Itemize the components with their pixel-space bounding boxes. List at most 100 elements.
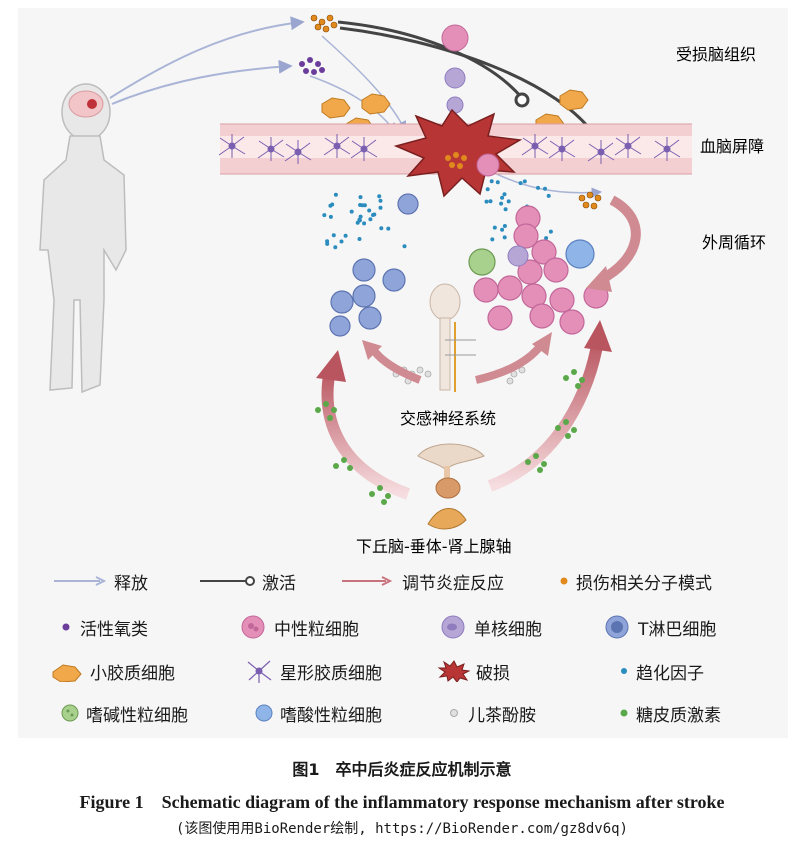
glucocorticoid-dot: [333, 463, 339, 469]
glucocorticoid-dot: [563, 419, 569, 425]
legend-t-cell: T淋巴细胞: [604, 614, 716, 640]
astrocyte-cell: [323, 134, 351, 158]
chemokine-dot: [543, 186, 547, 191]
damp-cluster-top: [310, 14, 338, 33]
legend-astrocyte-label: 星形胶质细胞: [280, 663, 382, 684]
chemokine-dot: [500, 227, 505, 232]
neutrophil-cell: [497, 275, 523, 301]
glucocorticoid-dot: [555, 425, 561, 431]
astrocyte-cell: [653, 137, 681, 161]
chemokine-dot: [488, 199, 493, 204]
brain-icon: [68, 90, 104, 118]
neutrophil-icon: [241, 615, 265, 639]
glucocorticoid-dot: [579, 377, 585, 383]
regulation-arrow-right-top: [597, 195, 641, 285]
glucocorticoid-dot: [575, 383, 581, 389]
chemokine-dot: [367, 208, 372, 213]
glucocorticoid-dot: [525, 459, 531, 465]
legend-glucocorticoid: 糖皮质激素: [618, 700, 721, 726]
label-bbb: 血脑屏障: [700, 137, 764, 156]
glucocorticoid-dot-icon: [620, 709, 628, 717]
legend-catecholamine-label: 儿茶酚胺: [468, 705, 536, 726]
chemokine-dot: [372, 212, 377, 217]
glucocorticoid-dot: [565, 433, 571, 439]
damp-dot-icon: [560, 577, 568, 585]
neutrophil-burst: [476, 153, 500, 177]
regulation-arrowhead-hpa-left: [316, 350, 346, 382]
legend-neutrophil: 中性粒细胞: [240, 614, 359, 640]
chemokine-dot: [368, 217, 373, 222]
glucocorticoid-dot: [385, 493, 391, 499]
legend-damage-label: 破损: [476, 663, 510, 684]
neutrophil-cell: [473, 277, 499, 303]
neutrophil-cell: [517, 259, 543, 285]
neutrophil-cell: [487, 305, 513, 331]
glucocorticoid-dot: [327, 415, 333, 421]
regulation-arrowhead-right-top: [586, 266, 612, 292]
t-lymphocyte-icon: [605, 615, 629, 639]
astrocyte-cell: [218, 134, 246, 158]
glucocorticoid-dot: [323, 401, 329, 407]
glucocorticoid-dot: [347, 465, 353, 471]
legend-damp: 损伤相关分子模式: [558, 568, 712, 594]
legend-eosinophil: 嗜酸性粒细胞: [254, 700, 382, 726]
release-arrow-3: [321, 35, 406, 132]
chemokine-dot: [322, 213, 327, 218]
neutrophil-cell: [529, 303, 555, 329]
legend-release: 释放: [52, 568, 148, 594]
legend-chemokine-label: 趋化因子: [636, 663, 704, 684]
eosinophil-icon: [255, 704, 273, 722]
astrocyte-cell: [587, 140, 615, 164]
astrocyte-cell: [614, 134, 642, 158]
damp-cluster-right: [578, 191, 602, 210]
chemokine-dot: [333, 192, 338, 197]
neutrophil-cell: [559, 309, 585, 335]
chemokine-dot: [378, 198, 383, 203]
chemokine-dot: [489, 179, 494, 184]
glucocorticoid-dot: [533, 453, 539, 459]
chemokine-dot: [522, 179, 527, 184]
legend-chemokine: 趋化因子: [618, 658, 704, 684]
chemokine-dot: [355, 220, 360, 225]
chemokine-dot: [546, 193, 551, 198]
legend-damp-label: 损伤相关分子模式: [576, 573, 712, 594]
chemokine-dot: [333, 245, 338, 250]
basophil-cell: [468, 248, 496, 276]
chemokine-dot: [358, 214, 363, 219]
basophil-icon: [61, 704, 79, 722]
caption-english: Figure 1 Schematic diagram of the inflam…: [79, 792, 725, 812]
adrenal-gland-icon: [427, 508, 467, 530]
chemokine-dot: [325, 241, 330, 246]
legend-astrocyte: 星形胶质细胞: [246, 658, 382, 684]
activation-line-icon: [200, 576, 255, 586]
regulation-arrowhead-hpa-right: [584, 320, 612, 352]
glucocorticoid-dot: [369, 491, 375, 497]
chemokine-dot-icon: [621, 668, 627, 674]
chemokine-dot: [503, 207, 508, 212]
astrocyte-cell: [521, 134, 549, 158]
neutrophil-cell: [513, 223, 539, 249]
glucocorticoid-dot: [331, 407, 337, 413]
glucocorticoid-dot: [315, 407, 321, 413]
legend-monocyte-label: 单核细胞: [474, 619, 542, 640]
astrocyte-cell: [257, 137, 285, 161]
glucocorticoid-dot: [571, 369, 577, 375]
legend-release-label: 释放: [114, 573, 148, 594]
chemokine-dot: [485, 187, 490, 192]
chemokine-dot: [358, 195, 363, 200]
glucocorticoid-dot: [541, 461, 547, 467]
caption-credit: (该图使用用BioRender绘制, https://BioRender.com…: [175, 821, 628, 837]
catecholamine-dot-icon: [450, 709, 458, 717]
monocyte-cell: [507, 245, 529, 267]
neutrophil-cluster: [473, 205, 609, 335]
label-peripheral: 外周循环: [702, 233, 766, 252]
legend-regulation: 调节炎症反应: [340, 568, 504, 594]
glucocorticoid-dot: [537, 467, 543, 473]
legend-basophil-label: 嗜碱性粒细胞: [86, 705, 188, 726]
regulation-arrowhead-sym-right: [532, 332, 552, 356]
chemokine-dot: [502, 235, 507, 240]
chemokine-dot: [492, 225, 497, 230]
astrocyte-cell: [548, 137, 576, 161]
neutrophil-cell: [549, 287, 575, 313]
legend-activation-label: 激活: [262, 573, 296, 594]
